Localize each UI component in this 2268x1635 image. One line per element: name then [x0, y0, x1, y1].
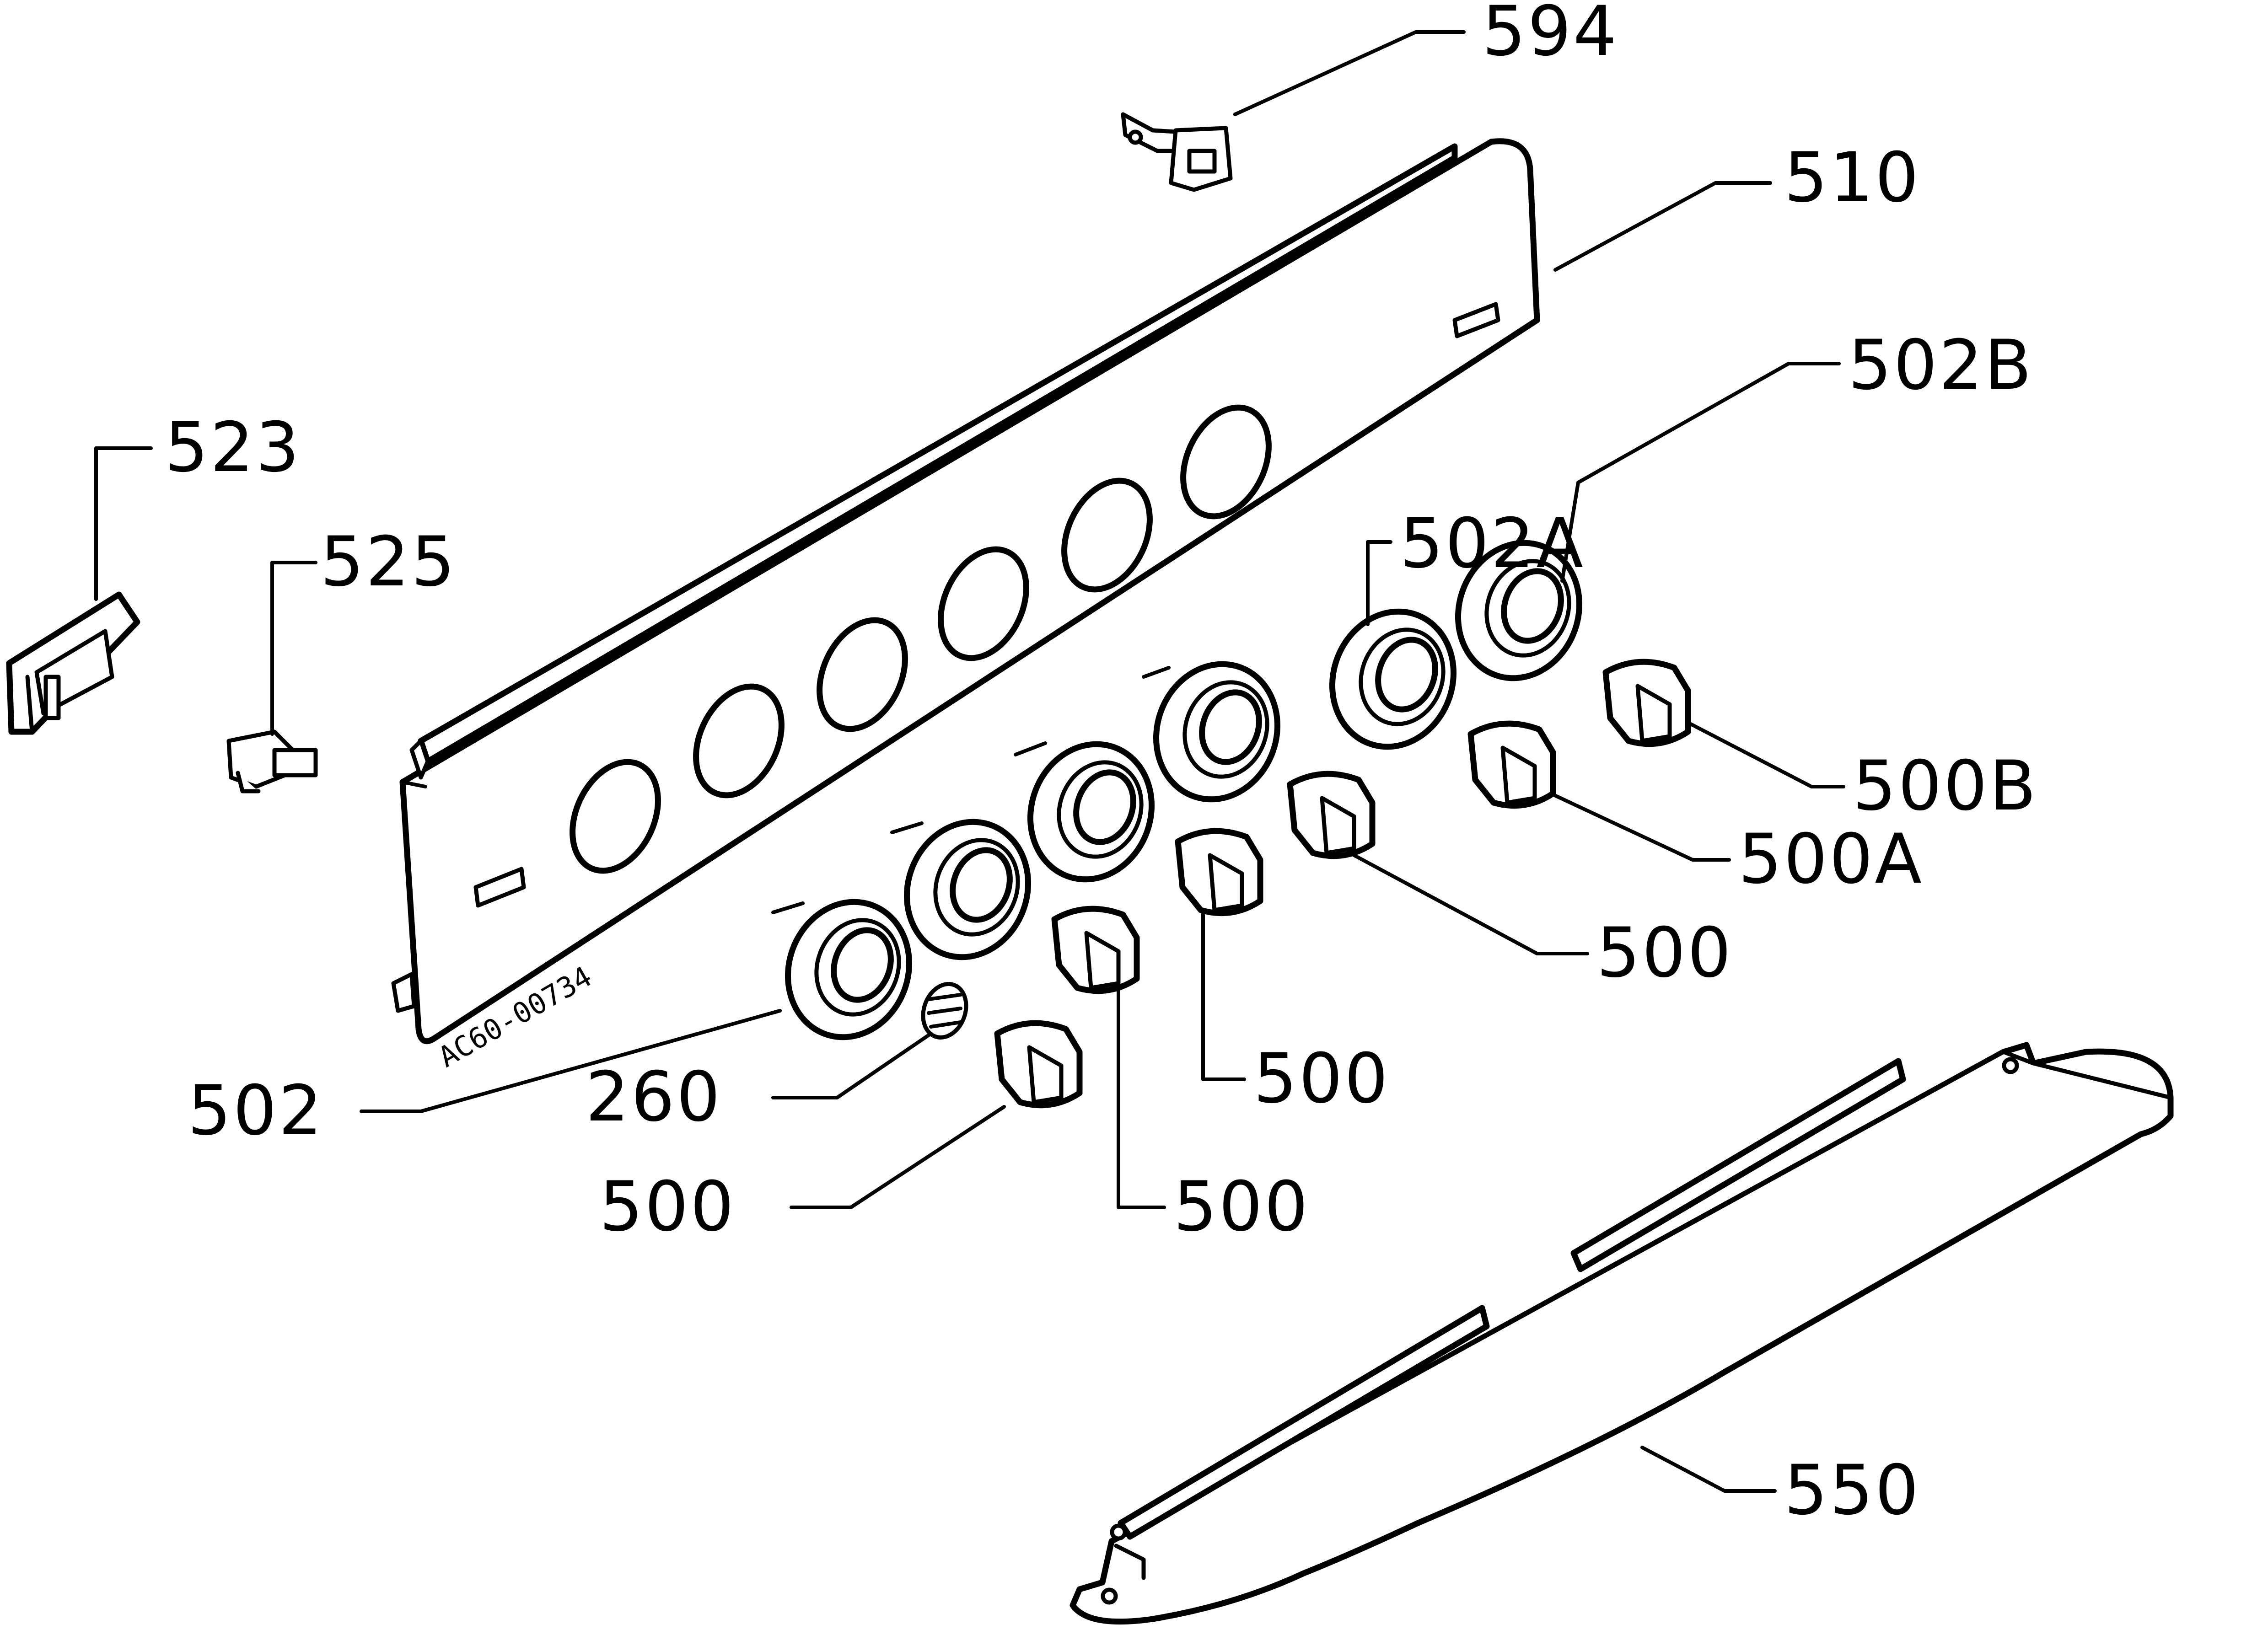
panel-hole-3	[817, 617, 908, 732]
callout-500A: 500A	[1738, 820, 1924, 899]
bezel-ring-2	[904, 819, 1031, 960]
callout-523: 523	[165, 408, 301, 488]
panel-hole-1	[570, 759, 661, 874]
leader-lines	[94, 30, 1845, 1493]
panel-hole-5	[1061, 477, 1153, 593]
bezel-ring-3	[1027, 741, 1155, 883]
part-550-trim-strip	[1070, 1042, 2174, 1625]
callout-550: 550	[1784, 1451, 1920, 1530]
part-510-control-panel: AC60-00734	[391, 138, 1540, 1074]
callout-502: 502	[188, 1071, 324, 1151]
knob-4	[1287, 771, 1376, 859]
bezel-ring-502A	[1329, 608, 1456, 750]
callout-260: 260	[586, 1057, 722, 1137]
callout-525: 525	[320, 522, 457, 602]
callout-502A: 502A	[1400, 504, 1585, 584]
part-594-clip	[1121, 112, 1233, 192]
knob-2	[1051, 906, 1140, 994]
callout-500-right: 500	[1596, 913, 1733, 993]
knob-1	[994, 1020, 1083, 1109]
callout-594: 594	[1482, 0, 1618, 71]
part-523-bracket	[6, 591, 140, 735]
callout-510: 510	[1784, 138, 1920, 218]
panel-hole-6	[1180, 404, 1272, 520]
knob-500A	[1467, 720, 1556, 809]
bezel-ring-4	[1153, 661, 1280, 803]
callout-500-left: 500	[599, 1167, 736, 1247]
panel-hole-4	[938, 546, 1029, 661]
knob-3	[1175, 828, 1263, 917]
control-knobs	[994, 659, 1691, 1109]
bezel-ring-502B	[1455, 540, 1582, 681]
bezel-rings	[771, 540, 1582, 1040]
part-525-switch	[226, 729, 318, 793]
callout-labels: 594 510 523 525 502B 502A 500B 500A 500 …	[165, 0, 2038, 1530]
callout-500-middle: 500	[1253, 1039, 1390, 1119]
panel-hole-2	[693, 683, 785, 799]
knob-500B	[1602, 659, 1691, 747]
bezel-ring-1	[785, 899, 912, 1040]
callout-500-lower: 500	[1173, 1167, 1310, 1247]
callout-502B: 502B	[1848, 326, 2033, 405]
callout-500B: 500B	[1853, 746, 2038, 826]
part-260-spring	[921, 982, 968, 1040]
